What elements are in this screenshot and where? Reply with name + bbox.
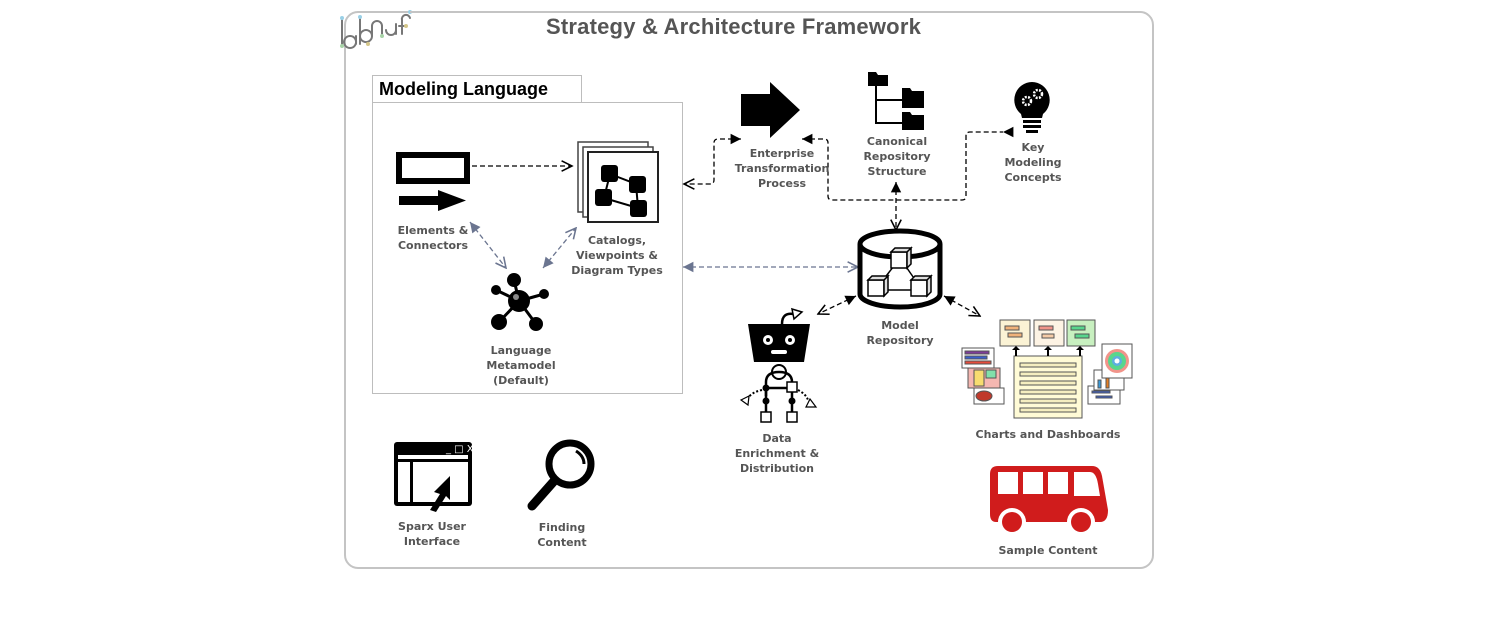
connector-repository-to-data-enrichment: [818, 295, 857, 314]
dashboards-collage-icon[interactable]: [960, 318, 1136, 422]
database-cubes-icon[interactable]: [856, 228, 944, 314]
connector-repository-to-charts: [943, 295, 980, 316]
catalogs-viewpoints-label: Catalogs, Viewpoints & Diagram Types: [571, 234, 663, 277]
lightbulb-gears-icon[interactable]: [1012, 80, 1054, 134]
big-arrow-icon[interactable]: [740, 82, 802, 138]
data-enrichment-label: Data Enrichment & Distribution: [734, 432, 820, 475]
modeling-language-header: Modeling Language: [379, 79, 548, 99]
key-modeling-concepts-label: Key Modeling Concepts: [1004, 141, 1062, 184]
window-cursor-icon[interactable]: _ □ X: [392, 440, 474, 512]
sample-content-label: Sample Content: [998, 544, 1098, 557]
stacked-diagrams-icon[interactable]: [576, 140, 660, 224]
bus-icon[interactable]: [988, 464, 1110, 538]
finding-content-label: Finding Content: [537, 521, 587, 549]
model-repository-label: Model Repository: [866, 319, 934, 347]
canonical-repository-label: Canonical Repository Structure: [863, 135, 931, 178]
element-connector-icon[interactable]: [396, 152, 472, 216]
modeling-language-group: [372, 102, 683, 394]
molecule-icon[interactable]: [486, 270, 556, 336]
magnifier-icon[interactable]: [526, 436, 598, 512]
folder-tree-icon[interactable]: [866, 68, 928, 130]
modeling-language-tab: Modeling Language: [372, 75, 582, 102]
sparx-ui-label: Sparx User Interface: [398, 520, 466, 548]
svg-text:_ □ X: _ □ X: [445, 444, 474, 455]
charts-dashboards-label: Charts and Dashboards: [975, 428, 1121, 441]
page-title: Strategy & Architecture Framework: [546, 14, 922, 39]
connector-elements-to-metamodel: [469, 221, 506, 268]
robot-icon[interactable]: [738, 306, 820, 426]
labnaf-logo[interactable]: [336, 6, 414, 50]
elements-connectors-label: Elements & Connectors: [397, 224, 469, 252]
language-metamodel-label: Language Metamodel (Default): [486, 344, 556, 387]
connector-transformation-to-catalogs: [684, 139, 741, 184]
enterprise-transformation-label: Enterprise Transformation Process: [734, 147, 830, 190]
connector-metamodel-to-catalogs: [542, 228, 576, 269]
